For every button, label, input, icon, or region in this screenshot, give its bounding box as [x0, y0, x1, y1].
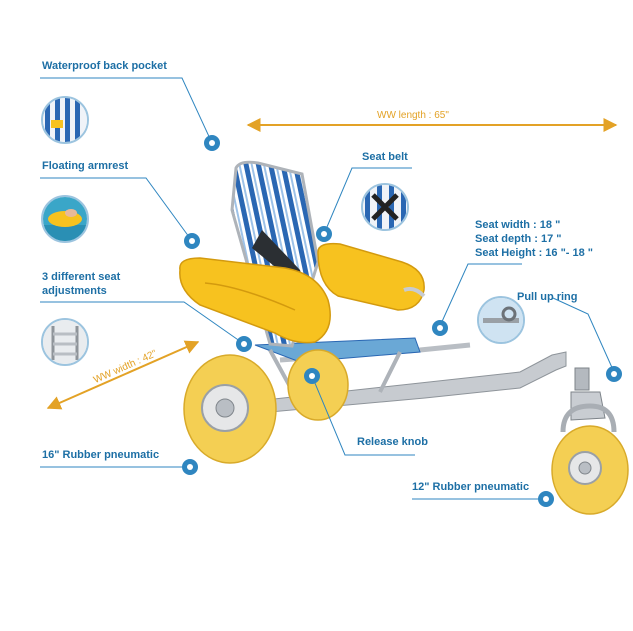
- label-seat-height: Seat Height : 16 "- 18 ": [475, 247, 594, 259]
- label-front-wheel: 12" Rubber pneumatic: [412, 481, 530, 493]
- label-seat-width: Seat width : 18 ": [475, 219, 561, 231]
- callout-dots: [182, 135, 622, 507]
- label-rear-wheel: 16" Rubber pneumatic: [42, 449, 160, 461]
- label-seat-adjustments-line1: 3 different seat: [42, 271, 121, 283]
- label-seat-belt: Seat belt: [362, 151, 408, 163]
- label-release-knob: Release knob: [357, 436, 428, 448]
- back-pocket-thumbnail: [41, 96, 89, 144]
- seat-belt-thumbnail: [361, 183, 409, 231]
- label-seat-adjustments-line2: adjustments: [42, 285, 107, 297]
- pull-up-ring-thumbnail: [477, 296, 525, 344]
- dimension-length: WW length : 65": [377, 110, 449, 121]
- label-pull-up-ring: Pull up ring: [517, 291, 578, 303]
- label-seat-adjustments: 3 different seat adjustments: [42, 270, 120, 298]
- label-seat-depth: Seat depth : 17 ": [475, 233, 562, 245]
- wheelchair-illustration: [179, 160, 629, 515]
- armrest-thumbnail: [41, 195, 89, 243]
- callout-lines: [40, 77, 615, 500]
- seat-adjustments-thumbnail: [41, 318, 89, 366]
- width-arrow: [46, 340, 200, 410]
- label-seat-dimensions: Seat width : 18 " Seat depth : 17 " Seat…: [475, 218, 593, 260]
- label-armrest: Floating armrest: [42, 160, 129, 172]
- label-back-pocket: Waterproof back pocket: [42, 60, 167, 72]
